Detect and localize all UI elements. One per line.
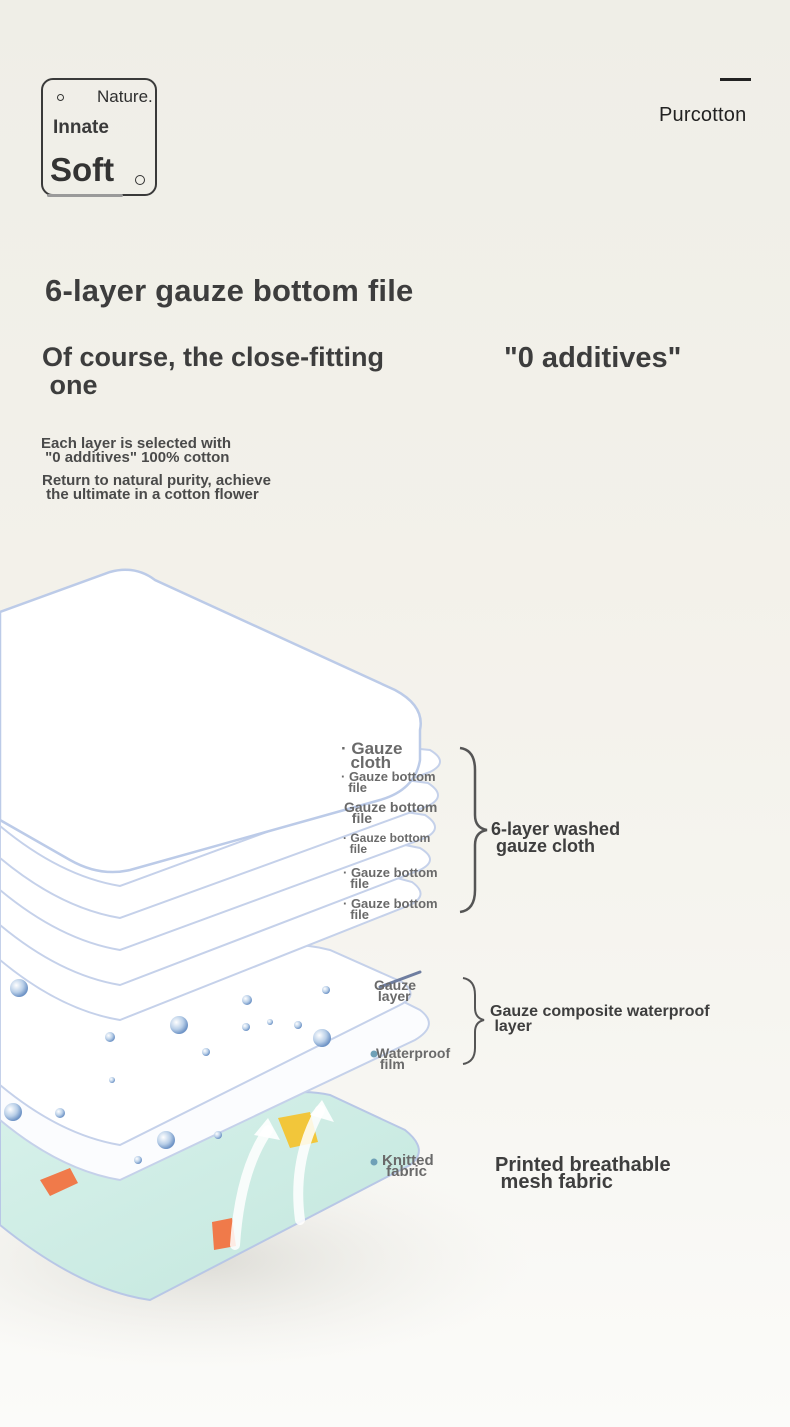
callout-washed-gauze: 6-layer washed gauze cloth bbox=[491, 819, 621, 856]
brand-logo: Purcotton bbox=[659, 104, 747, 126]
label-gauze-bottom-4: · Gauze bottom file bbox=[343, 865, 438, 891]
label-gauze-bottom-1: · Gauze bottom file bbox=[341, 769, 436, 795]
page-subtitle-right: "0 additives" bbox=[504, 342, 682, 374]
brand-bar bbox=[720, 78, 751, 81]
description-line-1: Each layer is selected with "0 additives… bbox=[41, 435, 232, 466]
label-gauze-bottom-2: Gauze bottom file bbox=[344, 799, 438, 826]
dot-icon bbox=[57, 94, 64, 101]
brace-icon bbox=[459, 746, 488, 914]
badge-soft-text: Soft bbox=[50, 151, 115, 188]
badge-innate-text: Innate bbox=[53, 117, 109, 138]
label-waterproof-film: Waterproof film bbox=[376, 1045, 451, 1072]
droplet-icon bbox=[135, 175, 145, 185]
label-knitted-fabric: Knitted fabric bbox=[382, 1152, 434, 1180]
description-line-2: Return to natural purity, achieve the ul… bbox=[42, 472, 271, 503]
brace-icon bbox=[462, 977, 485, 1065]
callout-waterproof-layer: Gauze composite waterproof layer bbox=[490, 1003, 710, 1035]
innate-soft-badge: Nature. Innate Soft bbox=[41, 78, 157, 197]
label-gauze-bottom-5: · Gauze bottom file bbox=[343, 896, 438, 922]
label-gauze-bottom-3: · Gauze bottom file bbox=[343, 831, 431, 856]
label-gauze-cloth: · Gauze cloth bbox=[341, 739, 403, 772]
badge-underline bbox=[47, 194, 123, 197]
callout-mesh-fabric: Printed breathable mesh fabric bbox=[495, 1154, 671, 1193]
badge-nature-text: Nature. bbox=[97, 87, 153, 106]
page-title: 6-layer gauze bottom file bbox=[45, 273, 414, 308]
label-gauze-layer: Gauze layer bbox=[374, 977, 417, 1004]
page-subtitle: Of course, the close-fitting one bbox=[42, 342, 385, 400]
